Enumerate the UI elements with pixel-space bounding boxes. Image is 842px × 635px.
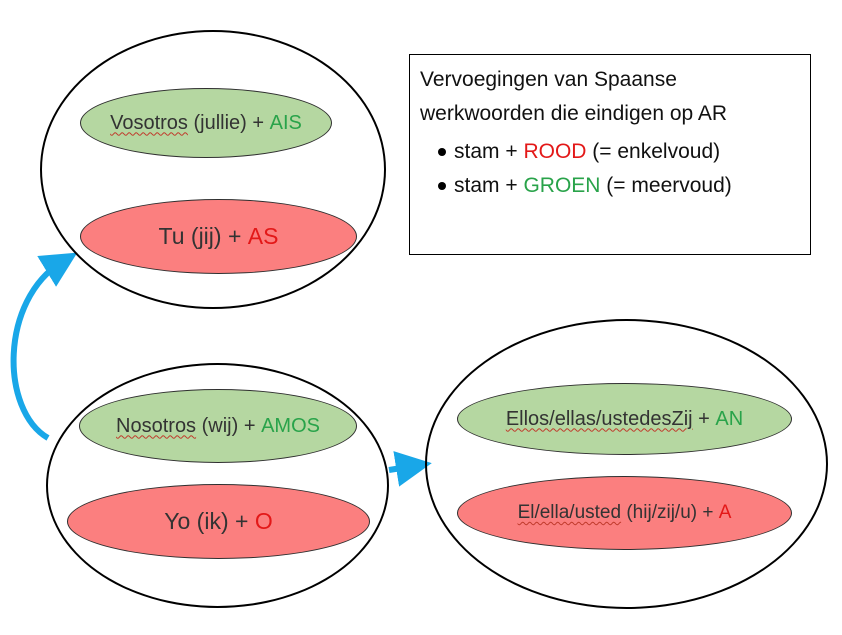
vosotros-pronoun: Vosotros — [110, 111, 188, 134]
el-rest: (hij/zij/u) + — [621, 502, 719, 523]
legend-item-suffix: (= meervoud) — [600, 174, 732, 197]
vosotros-ending: AIS — [269, 111, 302, 134]
ellos-pronoun: Ellos/ellas/ustedesZij — [505, 407, 693, 430]
legend-item-accent-red: ROOD — [523, 140, 587, 163]
legend-item-suffix: (= enkelvoud) — [586, 140, 721, 163]
legend-item-singular: stam + ROOD (= enkelvoud) — [438, 135, 800, 169]
ellos-ending: AN — [715, 407, 744, 430]
yo-ending: O — [254, 508, 273, 534]
vosotros-pill: Vosotros (jullie) + AIS — [80, 88, 332, 158]
legend-box: Vervoegingen van Spaanse werkwoorden die… — [409, 54, 811, 255]
legend-title-line2: werkwoorden die eindigen op AR — [420, 102, 728, 125]
legend-item-plural: stam + GROEN (= meervoud) — [438, 169, 800, 203]
group-bottom-right — [425, 319, 828, 609]
tu-pronoun: Tu (jij) + — [158, 223, 248, 249]
el-pill: El/ella/usted (hij/zij/u) + A — [457, 476, 792, 550]
legend-item-prefix: stam + — [454, 174, 524, 197]
tu-ending: AS — [247, 223, 279, 249]
group-bottom-left — [46, 363, 389, 608]
legend-title-line1: Vervoegingen van Spaanse — [420, 68, 677, 91]
nosotros-pronoun: Nosotros — [116, 414, 197, 437]
group-top-left — [40, 30, 386, 309]
ellos-rest: + — [692, 407, 716, 430]
vosotros-rest: (jullie) + — [187, 111, 270, 134]
arrow-right — [388, 451, 432, 487]
nosotros-ending: AMOS — [261, 414, 320, 437]
yo-pronoun: Yo (ik) + — [164, 508, 255, 534]
nosotros-rest: (wij) + — [196, 414, 262, 437]
legend-list: stam + ROOD (= enkelvoud) stam + GROEN (… — [420, 135, 800, 203]
ellos-pill: Ellos/ellas/ustedesZij + AN — [457, 383, 792, 455]
legend-item-prefix: stam + — [454, 140, 524, 163]
yo-pill: Yo (ik) + O — [67, 484, 370, 559]
tu-pill: Tu (jij) + AS — [80, 199, 357, 274]
legend-item-accent-green: GROEN — [523, 174, 601, 197]
arrow-up-curve — [10, 252, 78, 441]
el-ending: A — [718, 502, 732, 523]
el-pronoun: El/ella/usted — [517, 502, 622, 523]
nosotros-pill: Nosotros (wij) + AMOS — [79, 389, 357, 463]
